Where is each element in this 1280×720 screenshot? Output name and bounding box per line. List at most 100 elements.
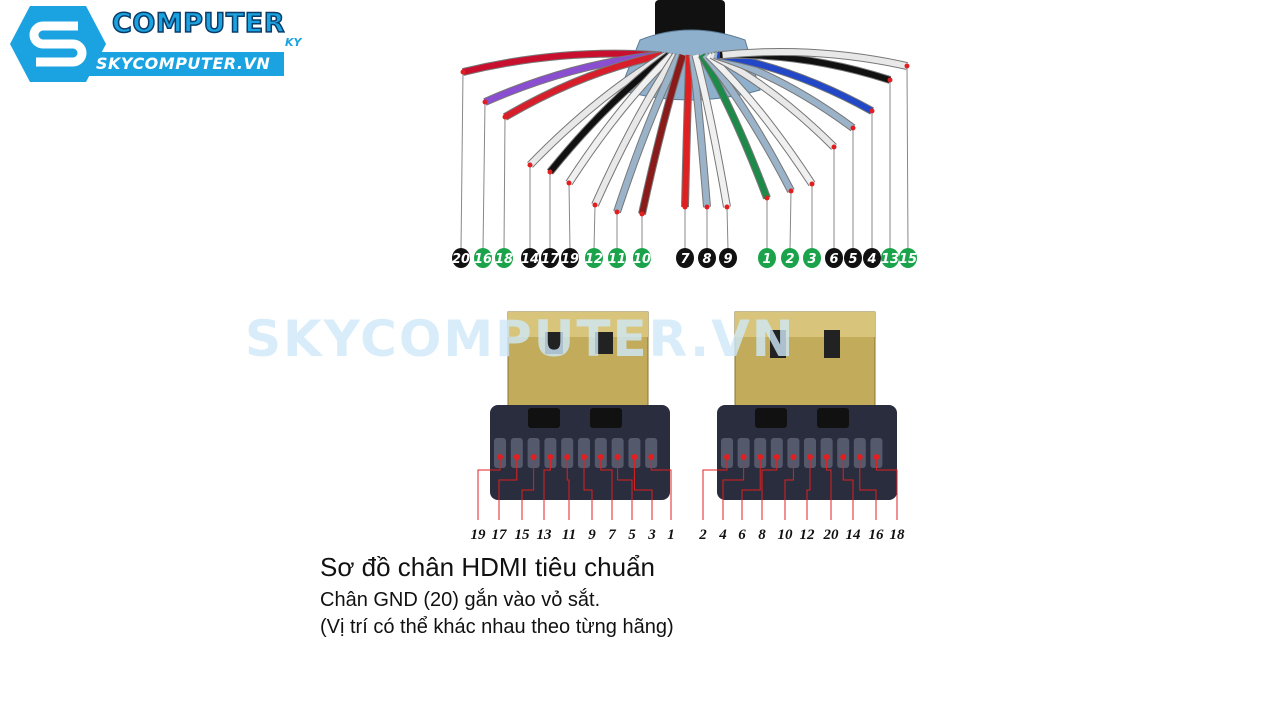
shell-hole: [545, 332, 563, 354]
wire-end-dot: [704, 204, 710, 210]
logo-suffix: KY: [285, 36, 302, 49]
pin-line: [521, 457, 535, 520]
latch-slot: [755, 408, 787, 428]
pin-line: [875, 457, 898, 520]
pin-badge-label: 1: [762, 252, 771, 267]
wire-end-dot: [592, 202, 598, 208]
shell-hole: [770, 330, 786, 358]
pin-number-20: 20: [823, 527, 840, 543]
wire-end-dot: [614, 209, 620, 215]
pin-badge-label: 12: [585, 252, 603, 267]
pin-badge-label: 14: [521, 252, 539, 267]
pin-number-4: 4: [718, 527, 727, 543]
pin-line: [633, 457, 653, 520]
pin-badge-label: 7: [680, 252, 690, 267]
pin-slot: [770, 438, 783, 468]
pin-number-12: 12: [800, 527, 816, 543]
wire-18: [503, 52, 663, 120]
wire-15: [722, 49, 908, 69]
pin-line: [566, 457, 570, 520]
logo-url: SKYCOMPUTER.VN: [96, 54, 271, 73]
latch-slot: [590, 408, 622, 428]
logo-s-hexagon-icon: [10, 6, 106, 82]
caption-title: Sơ đồ chân HDMI tiêu chuẩn: [320, 552, 656, 582]
pin-number-6: 6: [738, 527, 746, 543]
shell-hole: [595, 332, 613, 354]
pin-line: [583, 457, 593, 520]
pin-badge-label: 10: [633, 252, 651, 267]
pin-badge-label: 5: [848, 252, 857, 267]
wire-end-dot: [547, 169, 553, 175]
wire-3: [706, 52, 815, 186]
pin-badge-label: 11: [608, 252, 626, 267]
pin-badge-label: 8: [702, 252, 711, 267]
pin-line: [826, 457, 832, 520]
pin-number-19: 19: [471, 527, 487, 543]
pin-badge-11: [608, 248, 626, 268]
pin-badge-label: 17: [541, 252, 560, 267]
pin-line: [650, 457, 672, 520]
pin-line: [617, 457, 633, 520]
pin-slot: [527, 438, 540, 468]
watermark: SKYCOMPUTER.VN: [245, 310, 796, 368]
pin-badge-label: 15: [899, 252, 917, 267]
wire-end-dot: [904, 63, 910, 69]
pin-badge-8: [698, 248, 716, 268]
pin-number-18: 18: [890, 527, 906, 543]
pin-badge-label: 18: [495, 252, 513, 267]
wire-end-dot: [527, 162, 533, 168]
pin-slot: [837, 438, 850, 468]
pin-slot: [754, 438, 767, 468]
wire-end-dot: [682, 204, 688, 210]
pin-slot: [721, 438, 733, 468]
latch-slot: [528, 408, 560, 428]
wire-end-dot: [788, 188, 794, 194]
pin-badge-16: [474, 248, 492, 268]
leader-line: [568, 182, 571, 251]
pin-line: [543, 457, 551, 520]
shell-hole: [824, 330, 840, 358]
pin-line: [842, 457, 854, 520]
pin-number-13: 13: [537, 527, 553, 543]
pin-badge-label: 20: [452, 252, 470, 267]
pin-line: [477, 457, 501, 520]
pin-line: [784, 457, 794, 520]
pin-line: [859, 457, 877, 520]
pin-number-16: 16: [869, 527, 885, 543]
leader-line: [482, 101, 486, 251]
pin-badge-5: [844, 248, 862, 268]
pin-number-17: 17: [492, 527, 508, 543]
pin-number-5: 5: [628, 527, 636, 543]
wire-2: [702, 53, 794, 193]
pin-slot: [737, 438, 750, 468]
pin-slot: [544, 438, 557, 468]
wire-19: [566, 52, 674, 185]
wire-7: [682, 54, 693, 208]
pin-slot: [611, 438, 624, 468]
wire-11: [614, 53, 682, 213]
pin-badge-label: 19: [561, 252, 579, 267]
wire-end-dot: [502, 114, 508, 120]
wire-end-dot: [460, 69, 466, 75]
pin-line: [722, 457, 745, 520]
pin-slot: [853, 438, 866, 468]
leader-line: [460, 71, 464, 251]
pin-number-9: 9: [588, 527, 596, 543]
wire-end-dot: [869, 108, 875, 114]
pin-slot: [787, 438, 800, 468]
pin-badge-12: [585, 248, 603, 268]
pin-badge-label: 6: [829, 252, 838, 267]
pin-number-14: 14: [846, 527, 862, 543]
leader-line: [789, 190, 792, 251]
shell-highlight: [508, 312, 648, 337]
wire-end-dot: [724, 204, 730, 210]
pin-badge-6: [825, 248, 843, 268]
pin-slot: [870, 438, 883, 468]
wire-end-dot: [887, 77, 893, 83]
wire-end-dot: [639, 211, 645, 217]
pin-slot: [628, 438, 641, 468]
pin-slot: [494, 438, 506, 468]
pin-badge-label: 9: [723, 252, 732, 267]
pin-slot: [820, 438, 833, 468]
